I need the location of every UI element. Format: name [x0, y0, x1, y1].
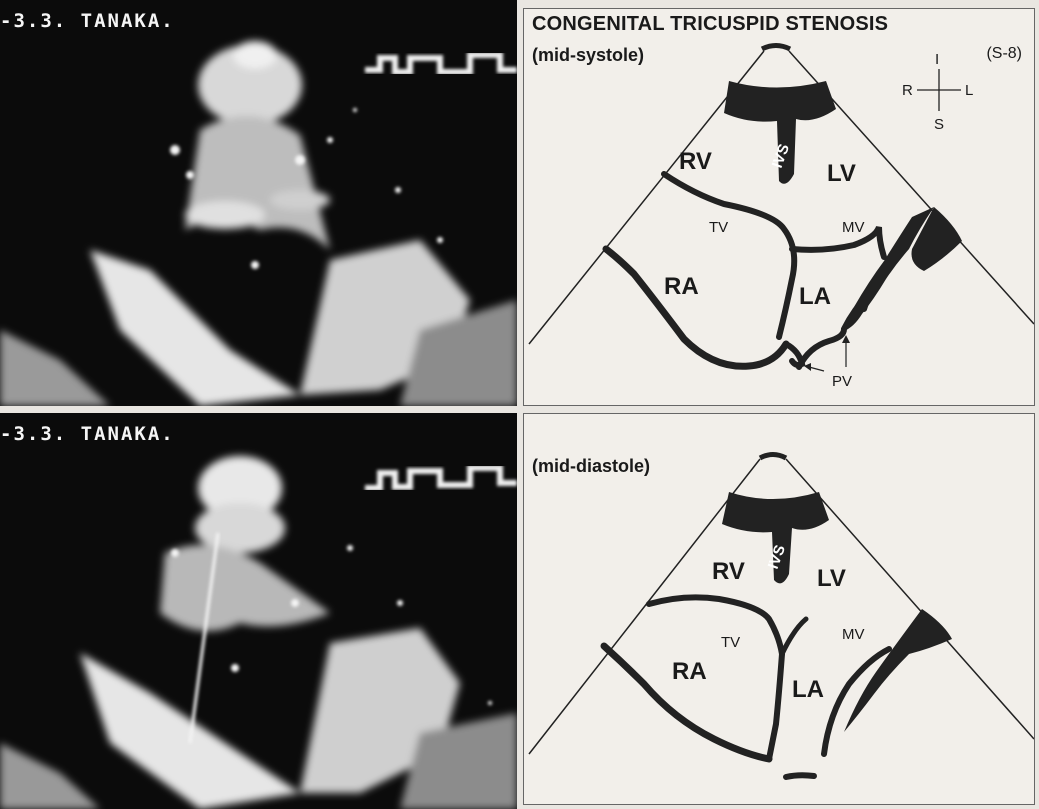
transducer-arc	[760, 455, 786, 459]
label-lv: LV	[827, 160, 856, 187]
label-lv: LV	[817, 565, 846, 592]
echocardiogram-systole: -3.3. TANAKA.	[0, 0, 517, 406]
mitral-valve	[824, 649, 889, 754]
echo-patient-label: -3.3. TANAKA.	[0, 423, 175, 445]
orient-up: I	[935, 51, 939, 68]
transducer-arc	[762, 46, 790, 50]
diagram-diastole: (mid-diastole) RV LV RA LA IVS TV MV	[523, 413, 1035, 805]
orient-right: L	[965, 82, 973, 99]
label-rv: RV	[679, 148, 712, 175]
label-mv: MV	[842, 219, 865, 236]
echo-image-diastole	[0, 413, 517, 809]
echo-patient-label: -3.3. TANAKA.	[0, 10, 175, 32]
label-ra: RA	[672, 658, 707, 685]
orient-down: S	[934, 116, 944, 133]
echo-image-systole	[0, 0, 517, 406]
diagram-systole: CONGENITAL TRICUSPID STENOSIS (mid-systo…	[523, 8, 1035, 406]
heart-schematic-systole: RV LV RA LA IVS TV MV PV I R L S	[524, 9, 1035, 406]
label-la: LA	[792, 676, 824, 703]
tricuspid-valve	[664, 174, 794, 337]
right-atrium-wall	[606, 249, 786, 366]
label-la: LA	[799, 283, 831, 310]
echocardiogram-diastole: -3.3. TANAKA.	[0, 413, 517, 809]
label-rv: RV	[712, 558, 745, 585]
mitral-valve	[792, 227, 884, 257]
label-tv: TV	[721, 634, 740, 651]
heart-schematic-diastole: RV LV RA LA IVS TV MV	[524, 414, 1035, 805]
label-ra: RA	[664, 273, 699, 300]
label-mv: MV	[842, 626, 865, 643]
orient-left: R	[902, 82, 913, 99]
label-tv: TV	[709, 219, 728, 236]
tricuspid-valve	[649, 597, 782, 654]
orientation-indicator	[917, 69, 961, 111]
label-pv: PV	[832, 373, 852, 390]
